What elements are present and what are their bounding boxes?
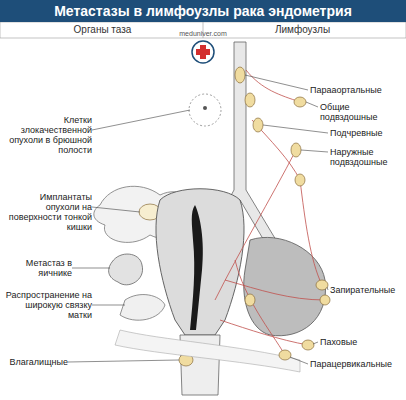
lymph-node: [295, 174, 305, 186]
endometrial-tumor: [190, 205, 203, 330]
header-row: [0, 22, 406, 38]
leader-line: [92, 207, 140, 212]
lymph-vessel: [252, 120, 322, 285]
lymph-node: [253, 118, 263, 132]
watermark: meduniver.com: [173, 30, 233, 38]
leader-line: [68, 360, 179, 362]
lymph-nodes: [235, 67, 330, 360]
lymph-vessel: [215, 150, 296, 300]
leader-line: [263, 125, 328, 133]
lymph-vessel: [235, 260, 285, 355]
node-group-label: Парацервикальные: [310, 359, 404, 369]
lymph-vessels: [215, 70, 325, 355]
node-group-label: Парааортальные: [310, 85, 404, 95]
column-header: Органы таза: [20, 24, 185, 36]
pelvic-sidewall: [244, 237, 326, 335]
column-header: Лимфоузлы: [220, 24, 385, 36]
uterus: [156, 189, 244, 335]
lymph-vessel: [225, 280, 325, 300]
leader-line: [245, 75, 308, 90]
leader-line: [313, 342, 318, 344]
node-group-label: Наружные подвздошные: [330, 147, 404, 167]
lymph-node: [302, 340, 314, 350]
leader-line: [290, 357, 308, 364]
leader-line: [306, 102, 318, 107]
tumor-cell: [203, 106, 207, 110]
leader-line: [327, 287, 328, 290]
title-banner: Метастазы в лимфоузлы рака эндометрия: [0, 0, 406, 22]
ovary: [109, 254, 143, 285]
lymph-node: [316, 280, 328, 290]
lymph-node: [235, 67, 245, 83]
lymph-vessel: [220, 320, 308, 345]
node-group-label: Общие подвздошные: [320, 102, 404, 122]
node-group-label: Паховые: [320, 337, 404, 347]
lymph-node: [320, 295, 330, 305]
broad-ligament: [120, 295, 165, 321]
node-group-label: Подчревные: [330, 128, 404, 138]
lymph-node: [245, 93, 255, 107]
lymph-node: [245, 294, 255, 306]
organ-label: Имплантаты опухоли на поверхности тонкой…: [4, 192, 92, 232]
lymph-node: [279, 350, 291, 360]
peritoneal-circle: [189, 94, 221, 126]
logo-ring: [192, 41, 214, 63]
node-group-label: Запирательные: [330, 285, 404, 295]
leader-line: [92, 110, 190, 130]
lymph-node: [291, 143, 301, 157]
organ-label: Метастаз в яичнике: [4, 258, 72, 278]
organ-label: Клетки злокачественной опухоли в брюшной…: [4, 115, 92, 155]
leader-line: [301, 150, 328, 152]
leader-line: [72, 268, 110, 269]
organ-label: Влагалищные: [4, 357, 68, 367]
leader-line: [92, 305, 125, 306]
leader-lines: [68, 75, 328, 364]
logo-cross: [196, 49, 210, 55]
organ-label: Распространение на широкую связку матки: [4, 290, 92, 320]
lymph-node: [294, 97, 306, 107]
